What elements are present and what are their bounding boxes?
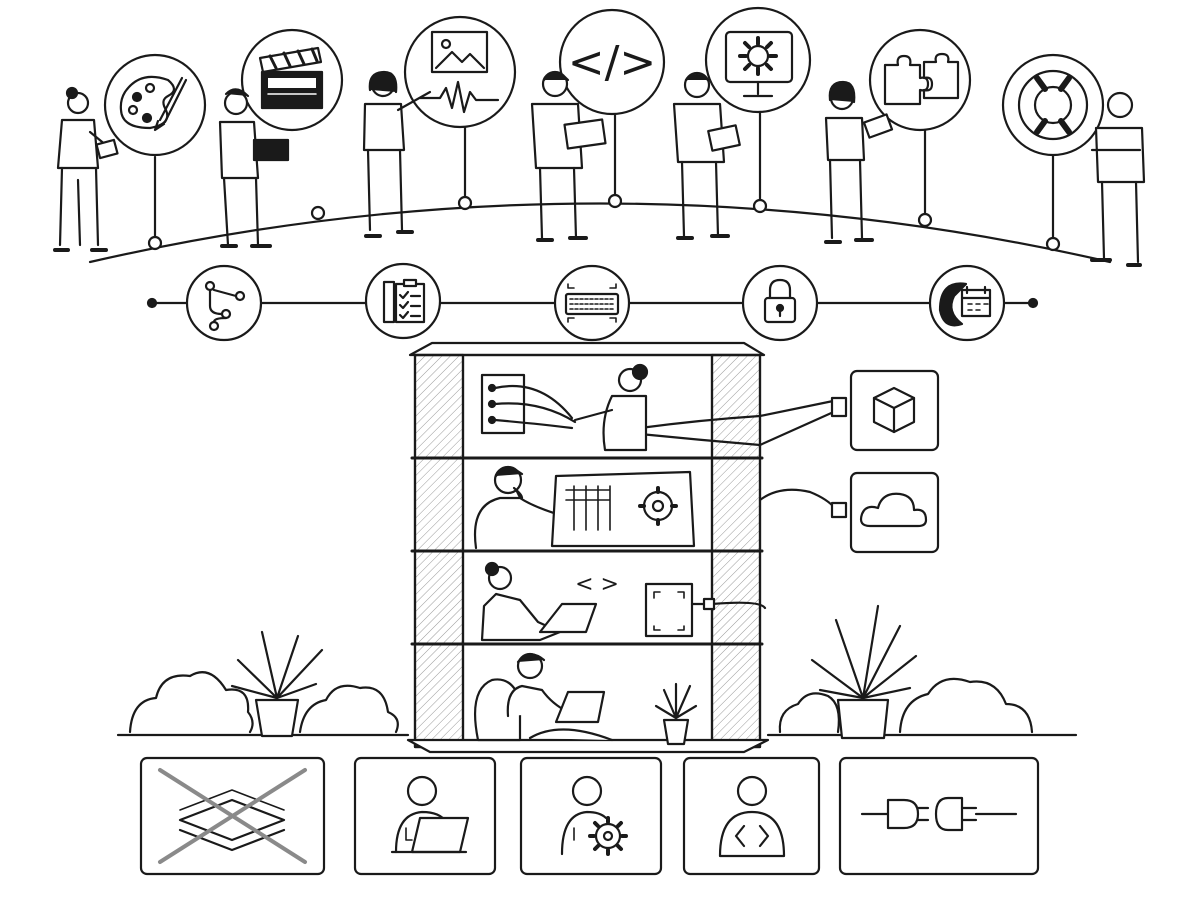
potted-plant-right bbox=[810, 604, 918, 740]
garden-right bbox=[766, 604, 1078, 740]
garden-left bbox=[116, 630, 410, 738]
person-laptop-icon bbox=[353, 756, 497, 876]
team-member-engineer bbox=[672, 71, 741, 240]
team-member-designer bbox=[53, 86, 119, 252]
checklist-icon bbox=[364, 262, 442, 340]
stacked-layers-crossed-icon bbox=[139, 756, 326, 876]
small-plant-icon bbox=[654, 682, 698, 746]
side-services bbox=[830, 369, 940, 554]
small-code-glyph: < > bbox=[575, 572, 619, 597]
potted-plant-left bbox=[230, 630, 324, 738]
puzzle-icon bbox=[868, 28, 972, 132]
team-member-support bbox=[1090, 91, 1146, 267]
gear-monitor-icon bbox=[704, 6, 812, 114]
team-member-developer bbox=[530, 70, 607, 242]
plug-socket-icon bbox=[838, 756, 1040, 876]
palette-icon bbox=[103, 53, 207, 157]
tower-base bbox=[406, 738, 770, 754]
padlock-icon bbox=[741, 264, 819, 342]
life-ring-icon bbox=[1001, 53, 1105, 157]
code-glyph: </> bbox=[568, 37, 657, 88]
team-roles-arc: </> bbox=[53, 6, 1146, 267]
capability-row bbox=[146, 262, 1039, 342]
code-icon: </> bbox=[558, 8, 666, 116]
person-gear-icon bbox=[519, 756, 663, 876]
team-member-presenter bbox=[362, 70, 432, 238]
wrench-calendar-icon bbox=[928, 264, 1006, 342]
roles-arc-line bbox=[88, 202, 1112, 264]
person-code-icon bbox=[682, 756, 821, 876]
cloud-icon bbox=[830, 471, 940, 554]
clapperboard-icon bbox=[240, 28, 344, 132]
beanbag-laptop-floor bbox=[474, 652, 698, 746]
platform-tower: < > bbox=[406, 341, 840, 754]
image-waveform-icon bbox=[403, 15, 517, 129]
team-member-video-producer bbox=[218, 88, 290, 248]
workflow-branch-icon bbox=[185, 264, 263, 342]
tower-top bbox=[408, 341, 766, 357]
keyboard-icon bbox=[553, 264, 631, 342]
bottom-card-row bbox=[139, 756, 1040, 876]
team-member-integrator bbox=[824, 80, 894, 244]
cube-icon bbox=[830, 369, 940, 452]
patch-panel-floor bbox=[480, 363, 840, 452]
laptop-coding-floor: < > bbox=[480, 561, 767, 642]
control-console-floor bbox=[474, 465, 840, 550]
role-connectors bbox=[147, 104, 1061, 252]
